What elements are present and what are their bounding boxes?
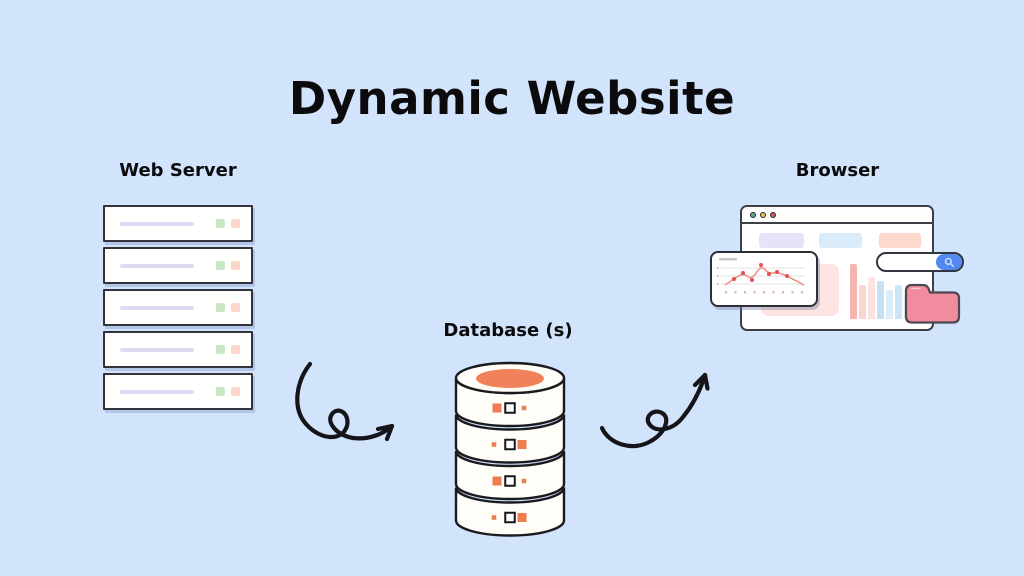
traffic-light-yellow (760, 211, 766, 218)
server-row (103, 373, 253, 410)
data-point (775, 270, 779, 274)
database-indicator (504, 402, 516, 414)
header-block (759, 233, 804, 248)
data-point (767, 272, 771, 276)
chart-bar (877, 281, 884, 319)
arrow-database-to-browser (599, 372, 710, 449)
server-slot-line (120, 389, 194, 394)
diagram-title: Dynamic Website (288, 72, 736, 125)
chart-bar (868, 277, 875, 319)
status-led-red (231, 345, 240, 354)
chart-bar (850, 264, 857, 319)
server-slot-line (120, 305, 194, 310)
database-indicator (492, 403, 502, 413)
web-server-illustration (103, 205, 253, 415)
arrow-server-to-database (295, 361, 395, 442)
browser-titlebar (742, 207, 932, 224)
server-row (103, 289, 253, 326)
magnifier-icon (944, 257, 954, 267)
database-disc (454, 450, 566, 501)
analytics-card (710, 251, 818, 307)
status-led-green (216, 387, 225, 396)
database-indicator (517, 440, 527, 449)
database-label: Database (s) (443, 320, 573, 341)
database-indicator (504, 475, 516, 487)
server-slot-line (120, 347, 194, 352)
folder-icon (903, 278, 963, 329)
database-indicator (521, 478, 527, 484)
database-indicator (517, 513, 527, 522)
data-point (741, 271, 745, 275)
card-title-line (719, 258, 737, 261)
trend-line (724, 267, 805, 286)
chart-bar (895, 285, 902, 319)
server-row (103, 205, 253, 242)
line-chart-graphic (716, 258, 805, 294)
status-led-green (216, 345, 225, 354)
traffic-light-red (770, 211, 776, 218)
status-led-green (216, 219, 225, 228)
traffic-light-green (750, 211, 756, 218)
status-led-green (216, 303, 225, 312)
browser-label: Browser (795, 160, 880, 181)
database-indicator (504, 438, 516, 451)
server-row (103, 247, 253, 284)
database-illustration (452, 360, 568, 542)
status-led-green (216, 261, 225, 270)
status-led-red (231, 261, 240, 270)
database-indicator (504, 511, 516, 524)
header-block (819, 233, 862, 248)
search-button (936, 254, 962, 270)
database-indicator (521, 405, 527, 411)
server-slot-line (120, 221, 194, 226)
chart-bar (859, 285, 866, 319)
bar-chart-graphic (850, 264, 911, 319)
database-disc (454, 414, 566, 464)
database-cylinder (454, 361, 566, 537)
chart-bar (886, 290, 893, 319)
data-point (759, 263, 763, 267)
database-indicator (491, 515, 497, 520)
search-bar (876, 252, 964, 272)
data-point (785, 274, 789, 278)
database-disc (454, 487, 566, 537)
database-top-disk (476, 369, 544, 388)
web-server-label: Web Server (119, 160, 237, 181)
status-led-red (231, 387, 240, 396)
server-slot-line (120, 263, 194, 268)
data-point (732, 277, 736, 281)
server-row (103, 331, 253, 368)
database-indicator (491, 442, 497, 447)
status-led-red (231, 303, 240, 312)
database-indicator (492, 476, 502, 486)
header-block (879, 233, 921, 248)
data-point (750, 278, 754, 282)
status-led-red (231, 219, 240, 228)
